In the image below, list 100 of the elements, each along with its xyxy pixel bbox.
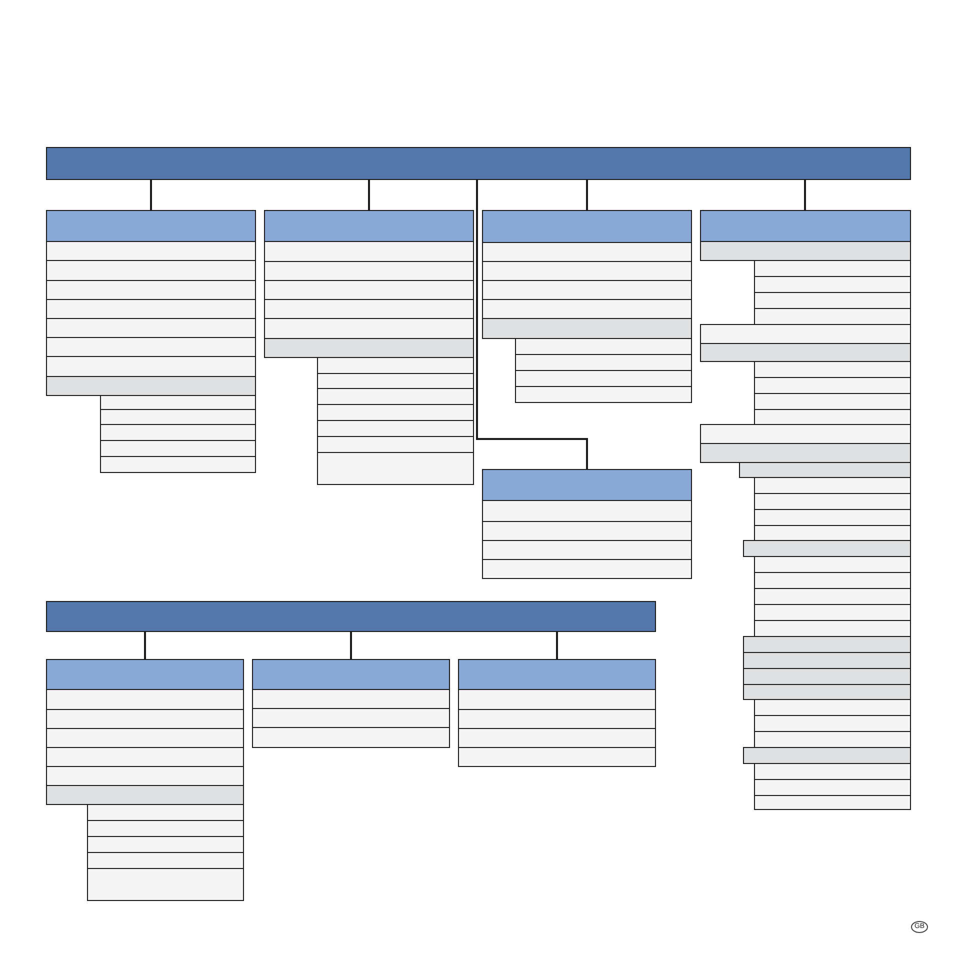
submenu-item [754,604,911,621]
submenu-item [754,393,911,410]
submenu-item [754,308,911,325]
menu-item [46,241,256,261]
submenu-item [515,354,692,371]
menu-item [264,241,474,262]
menu-item [482,500,692,522]
submenu-item [87,804,244,821]
menu-group-item [46,376,256,396]
menu-item [458,747,656,767]
submenu-item [754,493,911,510]
submenu-item [515,386,692,403]
submenu-item [754,409,911,425]
menu-header [458,659,656,690]
submenu-item [100,409,256,425]
menu-item [482,299,692,319]
connector-line [556,632,558,659]
submenu-item [754,509,911,526]
connector-line [368,180,370,210]
connector-line [476,180,588,469]
menu-item [46,766,244,786]
menu-item [700,324,911,344]
submenu-item [754,276,911,293]
menu-item [482,280,692,300]
menu-header [482,469,692,501]
menu-group-item [482,318,692,339]
submenu-item [754,377,911,394]
submenu-item [754,699,911,716]
submenu-item [100,424,256,441]
submenu-item [100,440,256,457]
connector-line [150,180,152,210]
menu-item [252,727,450,748]
submenu-item [754,620,911,637]
menu-group-item [743,668,911,685]
submenu-item [754,556,911,573]
menu-group-item [743,747,911,764]
submenu-item [754,795,911,810]
submenu-item [100,456,256,473]
submenu-item [100,395,256,410]
menu-item [482,540,692,560]
submenu-item [317,436,474,453]
submenu-item [317,452,474,485]
menu-item [46,260,256,281]
menu-header [264,210,474,242]
submenu-item [754,731,911,748]
submenu-item [754,292,911,309]
menu-item [46,337,256,357]
menu-item [700,424,911,444]
menu-item [252,708,450,728]
menu-item [458,728,656,748]
menu-header [700,210,911,242]
menu-group-item [700,443,911,463]
submenu-item [317,404,474,421]
menu-item [458,689,656,710]
menu-header [482,210,692,243]
menu-header [252,659,450,690]
menu-item [264,318,474,339]
menu-group-item [743,540,911,557]
menu-header [46,659,244,690]
menu-item [46,356,256,377]
menu-group-item [739,462,911,478]
submenu-item [87,868,244,901]
menu-bar [46,601,656,632]
submenu-item [317,420,474,437]
submenu-item [317,388,474,405]
submenu-item [515,338,692,355]
menu-item [46,728,244,748]
menu-bar [46,147,911,180]
menu-item [482,242,692,262]
menu-group-item [743,652,911,669]
submenu-item [754,763,911,780]
menu-item [264,261,474,281]
menu-item [46,299,256,319]
menu-item [46,747,244,767]
submenu-item [87,820,244,837]
menu-item [458,709,656,729]
submenu-item [754,260,911,277]
menu-group-item [700,343,911,362]
menu-group-item [264,338,474,358]
submenu-item [754,525,911,541]
submenu-item [754,361,911,378]
menu-item [46,709,244,729]
submenu-item [754,572,911,589]
menu-item [46,318,256,338]
submenu-item [754,715,911,732]
submenu-item [87,836,244,853]
submenu-item [515,370,692,387]
menu-item [264,280,474,300]
menu-item [482,521,692,541]
menu-item [482,559,692,579]
menu-group-item [743,636,911,653]
submenu-item [317,373,474,389]
menu-item [46,280,256,300]
submenu-item [754,779,911,796]
submenu-item [754,477,911,494]
menu-item [482,261,692,281]
menu-group-item [700,241,911,261]
submenu-item [87,852,244,869]
connector-line [804,180,806,210]
connector-line [144,632,146,659]
